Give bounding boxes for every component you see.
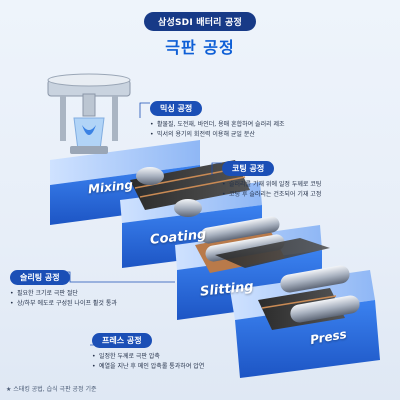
callout-mixing: 믹싱 공정 활물질, 도전재, 바인더, 용매 혼합하여 슬러리 제조 믹서의 … <box>150 96 285 140</box>
callout-slitting-title: 슬리팅 공정 <box>10 270 70 285</box>
callout-coating-title: 코팅 공정 <box>222 161 275 176</box>
callout-press-list: 일정한 두께로 극판 압축 예열을 지난 후 메인 압축롤 통과하여 압연 <box>92 352 204 372</box>
list-item: 슬러리를 기재 위에 일정 두께로 코팅 <box>222 180 321 190</box>
list-item: 일정한 두께로 극판 압축 <box>92 352 204 362</box>
list-item: 상/하부 에도로 구성된 나이프 휠것 통과 <box>10 299 117 309</box>
page-title: 극판 공정 <box>165 38 235 57</box>
callout-coating-list: 슬러리를 기재 위에 일정 두께로 코팅 코팅 후 슬러리는 건조되어 기재 고… <box>222 180 321 200</box>
callout-press: 프레스 공정 일정한 두께로 극판 압축 예열을 지난 후 메인 압축롤 통과하… <box>92 328 204 372</box>
list-item: 예열을 지난 후 메인 압축롤 통과하여 압연 <box>92 362 204 372</box>
callout-mixing-list: 활물질, 도전재, 바인더, 용매 혼합하여 슬러리 제조 믹서의 용기의 회전… <box>150 120 285 140</box>
subtitle-badge: 삼성SDI 배터리 공정 <box>144 12 256 31</box>
callout-slitting-list: 필요한 크기로 극판 절단 상/하부 에도로 구성된 나이프 휠것 통과 <box>10 289 117 309</box>
callout-coating: 코팅 공정 슬러리를 기재 위에 일정 두께로 코팅 코팅 후 슬러리는 건조되… <box>222 156 321 200</box>
callout-mixing-title: 믹싱 공정 <box>150 101 203 116</box>
list-item: 필요한 크기로 극판 절단 <box>10 289 117 299</box>
press-machine-icon <box>258 265 360 330</box>
callout-press-title: 프레스 공정 <box>92 333 152 348</box>
list-item: 활물질, 도전재, 바인더, 용매 혼합하여 슬러리 제조 <box>150 120 285 130</box>
list-item: 코팅 후 슬러리는 건조되어 기재 고정 <box>222 190 321 200</box>
callout-slitting: 슬리팅 공정 필요한 크기로 극판 절단 상/하부 에도로 구성된 나이프 휠것… <box>10 265 117 309</box>
mixer-machine-icon <box>47 73 131 154</box>
footnote: ★ 스태킹 공법, 습식 극판 공정 기준 <box>6 386 97 393</box>
list-item: 믹서의 용기의 회전력 이용해 균일 분산 <box>150 130 285 140</box>
slitting-machine-icon <box>195 216 330 273</box>
header: 삼성SDI 배터리 공정 <box>0 10 400 31</box>
